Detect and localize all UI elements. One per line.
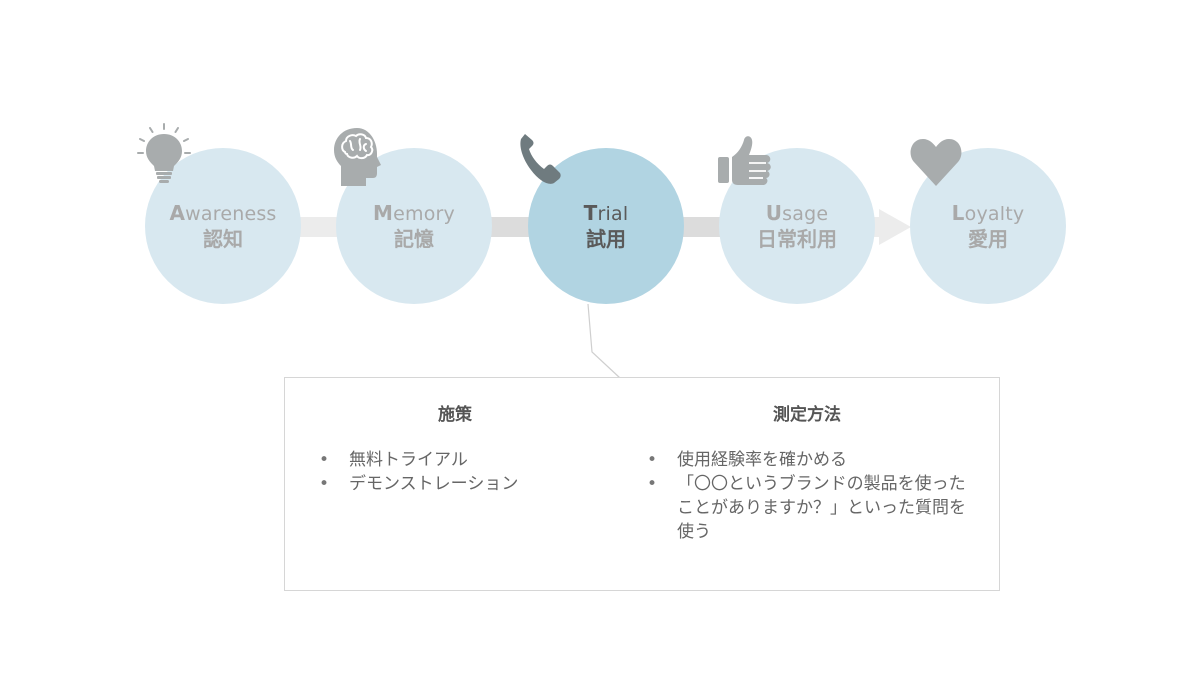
phone-icon (520, 134, 561, 184)
stage-ja-label: 日常利用 (757, 226, 837, 251)
heart-icon (910, 139, 962, 186)
list-item-text: 「〇〇というブランドの製品を使ったことがありますか？」といった質問を使う (677, 474, 966, 542)
list-item: 「〇〇というブランドの製品を使ったことがありますか？」といった質問を使う (647, 472, 967, 544)
stage-ja-label: 記憶 (394, 226, 434, 251)
measures-list: 無料トライアル デモンストレーション (319, 448, 518, 496)
stage-en-label: Trial (583, 200, 629, 225)
list-item: 使用経験率を確かめる (647, 448, 967, 472)
stage-en-label: Usage (765, 200, 829, 225)
connector-1 (298, 217, 340, 237)
methods-title: 測定方法 (773, 405, 841, 425)
connector-3 (680, 217, 722, 237)
stage-ja-label: 試用 (586, 226, 626, 251)
stage-en-label: Memory (373, 200, 455, 225)
connector-2 (489, 217, 531, 237)
list-item: 無料トライアル (319, 448, 518, 472)
measures-title: 施策 (438, 405, 472, 425)
arrow-head (879, 209, 911, 245)
brain-head-icon (334, 128, 381, 186)
stage-en-label: Awareness (169, 200, 277, 225)
connector-4 (871, 217, 881, 237)
lightbulb-icon (137, 123, 191, 183)
trial-detail-panel: 施策 無料トライアル デモンストレーション 測定方法 使用経験率を確かめる 「〇… (284, 377, 1000, 591)
stage-en-label: Loyalty (951, 200, 1025, 225)
stage-ja-label: 認知 (203, 226, 243, 251)
list-item: デモンストレーション (319, 472, 518, 496)
list-item-text: 使用経験率を確かめる (677, 450, 847, 470)
thumbs-up-icon (718, 136, 771, 185)
methods-list: 使用経験率を確かめる 「〇〇というブランドの製品を使ったことがありますか？」とい… (647, 448, 967, 544)
stage-ja-label: 愛用 (968, 226, 1008, 251)
